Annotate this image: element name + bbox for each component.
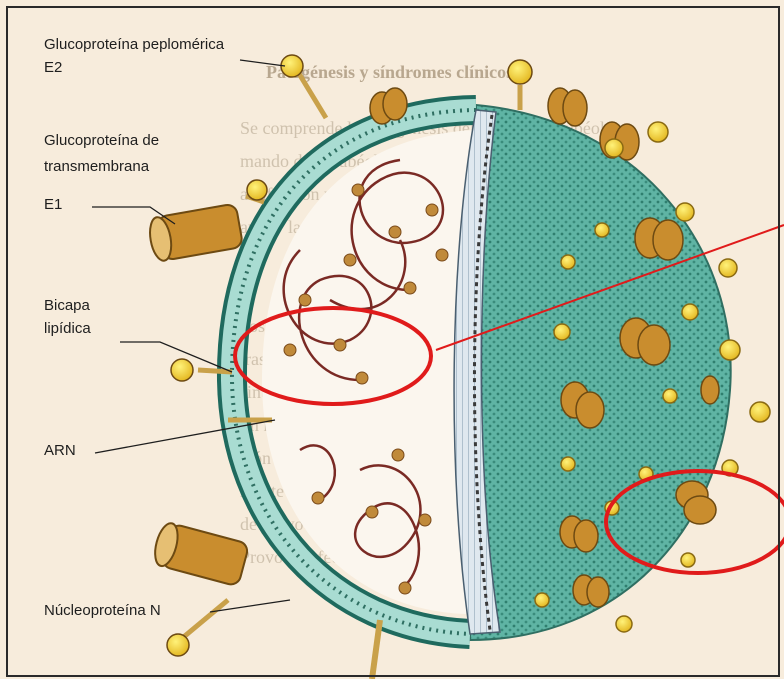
figure-frame (6, 6, 780, 677)
